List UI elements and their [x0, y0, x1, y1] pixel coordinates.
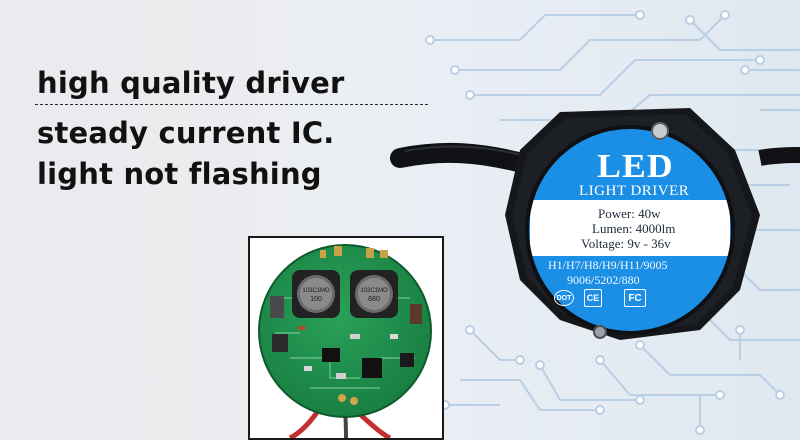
inductor-right-code: 103C1MO [360, 288, 388, 294]
compatibility-line-2: 9006/5202/880 [567, 273, 640, 287]
headline-flashing: light not flashing [37, 157, 322, 191]
inductor-right-value: 680 [368, 296, 380, 303]
ce-badge: CE [584, 289, 602, 307]
pcb-inset-photo: 103C1MO 100 103C1MO 680 [248, 236, 444, 440]
fc-badge: FC [624, 289, 646, 307]
dashed-divider [35, 104, 428, 105]
spec-voltage: Voltage: 9v - 36v [581, 236, 671, 251]
driver-subtitle: LIGHT DRIVER [579, 183, 690, 199]
driver-body [505, 108, 760, 340]
driver-logo: LED [597, 148, 674, 185]
dot-badge: DOT [554, 290, 574, 306]
headline-current: steady current IC. [37, 116, 335, 150]
compatibility-line-1: H1/H7/H8/H9/H11/9005 [548, 258, 668, 272]
spec-power: Power: 40w [598, 206, 661, 221]
screw-bottom [593, 325, 607, 339]
smd-components [270, 246, 422, 405]
pcb-illustration: 103C1MO 100 103C1MO 680 [258, 244, 432, 438]
pcb-board [258, 244, 432, 418]
inductor-left: 103C1MO 100 [292, 270, 340, 318]
screw-top [651, 122, 669, 140]
headline-quality: high quality driver [37, 66, 345, 100]
inductor-left-value: 100 [310, 296, 322, 303]
inductor-left-code: 103C1MO [302, 288, 330, 294]
spec-lumen: Lumen: 4000lm [592, 221, 676, 236]
inductor-right: 103C1MO 680 [350, 270, 398, 318]
